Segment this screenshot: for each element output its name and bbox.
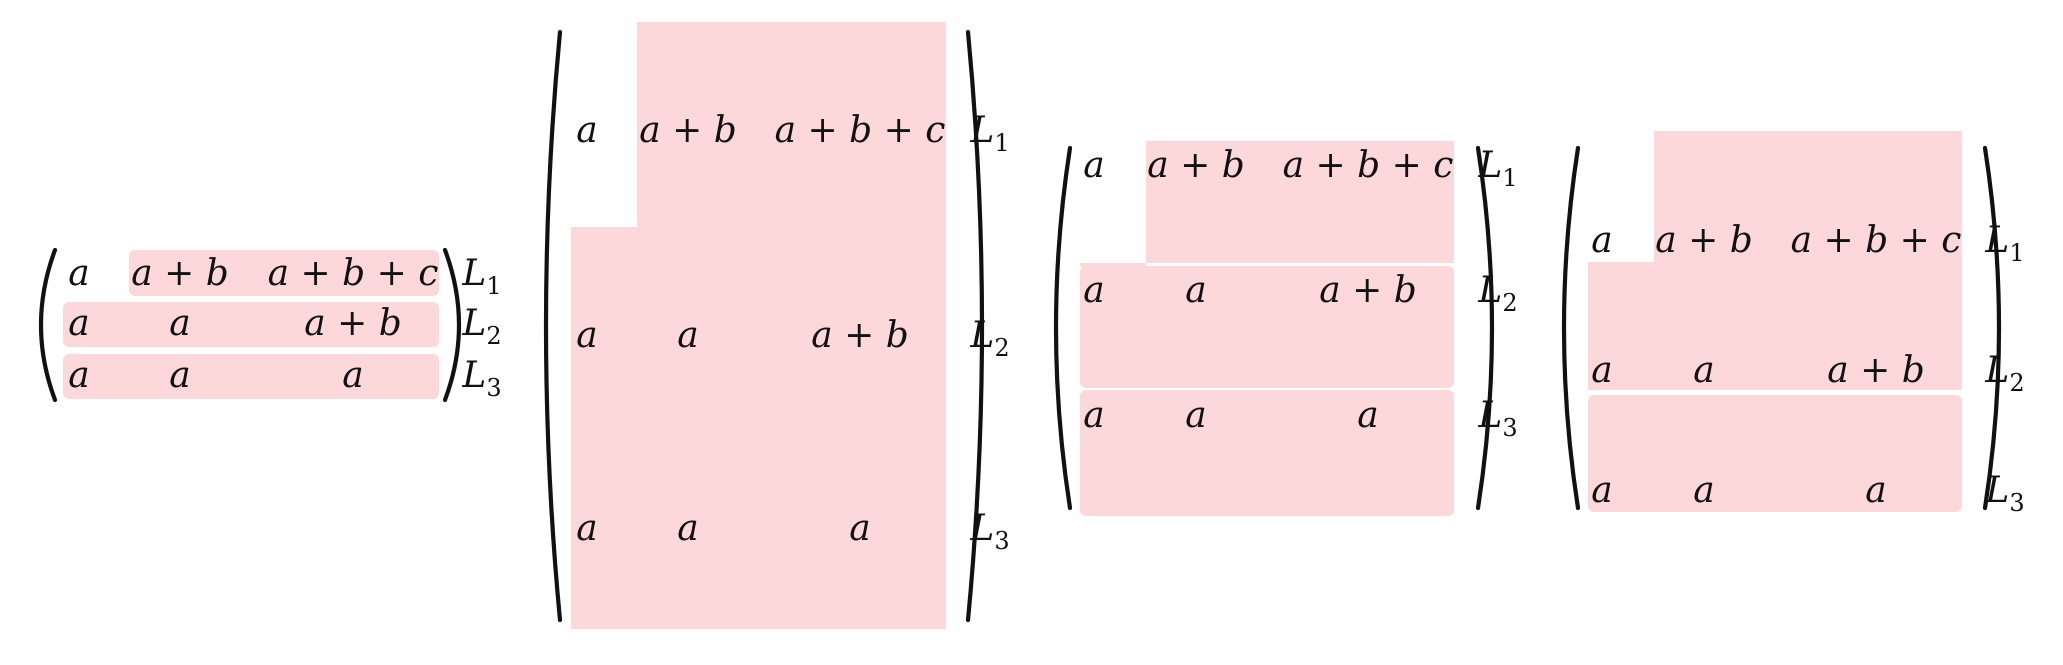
matrix-2-cell-r1-c1: a: [576, 110, 597, 151]
row-label-base: L: [461, 355, 486, 396]
matrix-4-cell-r1-c3: a + b + c: [1791, 220, 1962, 261]
row-label-base: L: [1477, 270, 1502, 311]
matrix-3-highlight-2: [1080, 390, 1454, 516]
matrix-3-cell-r2-c2: a: [1185, 270, 1206, 311]
matrix-2-row-label-1: L1: [969, 110, 1009, 157]
matrix-3-highlight-3: [1080, 266, 1454, 388]
matrix-1-cell-r1-c1: a: [68, 253, 89, 294]
matrix-1-highlight-2: [63, 302, 439, 347]
row-label-subscript: 2: [486, 322, 501, 350]
matrix-3-cell-r1-c1: a: [1083, 145, 1104, 186]
matrix-4-cell-r3-c2: a: [1693, 470, 1714, 511]
matrix-4-cell-r2-c2: a: [1693, 350, 1714, 391]
row-label-base: L: [969, 508, 994, 549]
matrix-2-cell-r2-c2: a: [677, 315, 698, 356]
matrix-4-cell-r3-c1: a: [1591, 470, 1612, 511]
matrix-2-cell-r2-c3: a + b: [811, 315, 909, 356]
matrix-4-row-label-2: L2: [1984, 350, 2024, 397]
matrix-1-row-label-3: L3: [461, 355, 501, 402]
matrix-2-row-label-3: L3: [969, 508, 1009, 555]
row-label-subscript: 2: [1502, 289, 1517, 317]
matrix-1-cell-r1-c3: a + b + c: [268, 253, 439, 294]
row-label-subscript: 1: [486, 272, 501, 300]
row-label-base: L: [1984, 350, 2009, 391]
matrix-3-row-label-1: L1: [1477, 145, 1517, 192]
matrix-1-cell-r2-c3: a + b: [304, 303, 402, 344]
row-label-base: L: [1477, 145, 1502, 186]
matrix-1-highlight-3: [63, 354, 439, 399]
matrix-3-highlight-1: [1080, 141, 1454, 267]
row-label-base: L: [969, 315, 994, 356]
matrix-2-highlight-1: [571, 22, 946, 629]
matrix-1-cell-r2-c2: a: [169, 303, 190, 344]
matrix-2-cell-r2-c1: a: [576, 315, 597, 356]
row-label-subscript: 3: [486, 374, 501, 402]
matrix-4-row-label-3: L3: [1984, 470, 2024, 517]
matrix-1-cell-r1-c2: a + b: [131, 253, 229, 294]
matrix-4-cell-r1-c2: a + b: [1655, 220, 1753, 261]
matrix-3-row-label-2: L2: [1477, 270, 1517, 317]
matrix-1-cell-r3-c2: a: [169, 355, 190, 396]
matrix-2-row-label-2: L2: [969, 315, 1009, 362]
row-label-subscript: 3: [994, 527, 1009, 555]
row-label-base: L: [1477, 395, 1502, 436]
row-label-subscript: 3: [2009, 489, 2024, 517]
matrix-1-left-paren: [38, 247, 58, 403]
matrix-2-left-paren: [543, 29, 563, 623]
matrix-4-cell-r2-c1: a: [1591, 350, 1612, 391]
matrix-3-cell-r3-c2: a: [1185, 395, 1206, 436]
matrix-4-right-paren: [1982, 145, 2002, 511]
matrix-1-row-label-2: L2: [461, 303, 501, 350]
matrix-4-cell-r2-c3: a + b: [1827, 350, 1925, 391]
matrix-1-row-label-1: L1: [461, 253, 501, 300]
matrix-4-cell-r1-c1: a: [1591, 220, 1612, 261]
row-label-base: L: [461, 253, 486, 294]
matrix-2-cell-r1-c3: a + b + c: [775, 110, 946, 151]
matrix-3-right-paren: [1475, 145, 1495, 511]
matrix-4-cell-r3-c3: a: [1865, 470, 1886, 511]
row-label-base: L: [1984, 220, 2009, 261]
matrix-4-left-paren: [1561, 145, 1581, 511]
row-label-subscript: 2: [994, 334, 1009, 362]
matrix-4-highlight-2: [1588, 395, 1962, 512]
matrix-2-cell-r3-c3: a: [849, 508, 870, 549]
matrix-4-highlight-1: [1588, 131, 1962, 390]
matrix-2-right-paren: [965, 29, 985, 623]
row-label-subscript: 2: [2009, 369, 2024, 397]
row-label-subscript: 1: [2009, 239, 2024, 267]
row-label-subscript: 3: [1502, 414, 1517, 442]
matrix-3-cell-r1-c2: a + b: [1147, 145, 1245, 186]
matrix-3-cell-r3-c3: a: [1357, 395, 1378, 436]
matrix-3-cell-r2-c3: a + b: [1319, 270, 1417, 311]
row-label-subscript: 1: [1502, 164, 1517, 192]
matrix-1-right-paren: [442, 247, 462, 403]
matrix-1-cell-r3-c3: a: [342, 355, 363, 396]
matrix-3-left-paren: [1053, 145, 1073, 511]
matrix-3-cell-r3-c1: a: [1083, 395, 1104, 436]
matrix-1-cell-r3-c1: a: [68, 355, 89, 396]
matrix-3-row-label-3: L3: [1477, 395, 1517, 442]
matrix-2-cell-r1-c2: a + b: [639, 110, 737, 151]
matrix-3-cell-r1-c3: a + b + c: [1283, 145, 1454, 186]
matrix-2-cell-r3-c1: a: [576, 508, 597, 549]
row-label-base: L: [1984, 470, 2009, 511]
row-label-base: L: [969, 110, 994, 151]
matrix-4-row-label-1: L1: [1984, 220, 2024, 267]
matrix-2-cell-r3-c2: a: [677, 508, 698, 549]
row-label-base: L: [461, 303, 486, 344]
matrix-1-cell-r2-c1: a: [68, 303, 89, 344]
matrix-1-highlight-1: [129, 250, 439, 296]
matrix-3-cell-r2-c1: a: [1083, 270, 1104, 311]
row-label-subscript: 1: [994, 129, 1009, 157]
